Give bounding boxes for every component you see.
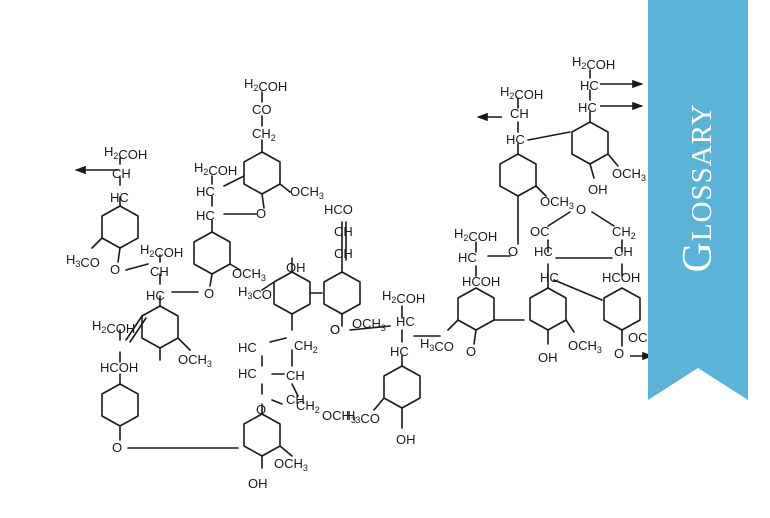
- atom-label: O: [256, 206, 266, 221]
- glossary-ribbon: [648, 0, 748, 400]
- atom-label: OH: [588, 182, 608, 197]
- atom-label: OH: [286, 260, 306, 275]
- atom-label: CH: [286, 368, 305, 383]
- atom-label: H2COH: [244, 76, 287, 94]
- atom-label: CH: [286, 392, 305, 407]
- atom-label: OCH3: [232, 266, 266, 283]
- atom-label: O: [330, 322, 340, 337]
- atom-label: OCH3: [568, 338, 602, 355]
- atom-label: OH: [396, 432, 416, 447]
- atom-label: HC: [196, 208, 215, 223]
- atom-label: H2COH: [194, 160, 237, 178]
- atom-label: O: [508, 244, 518, 259]
- atom-label: HC: [506, 132, 525, 147]
- atom-label: O: [112, 440, 122, 455]
- atom-label: OH: [538, 350, 558, 365]
- atom-label: CH: [334, 246, 353, 261]
- glossary-label[interactable]: Glossary: [675, 103, 721, 273]
- atom-label: HC: [196, 184, 215, 199]
- atom-label: CH: [334, 224, 353, 239]
- atom-label: H3CO: [420, 336, 454, 354]
- atom-label: OCH3: [178, 352, 212, 369]
- atom-label: CH2: [294, 338, 318, 355]
- atom-label: OC: [530, 224, 550, 239]
- atom-label: H3CO: [346, 408, 380, 426]
- atom-label: H2COH: [500, 84, 543, 102]
- atom-label: CH2: [612, 224, 636, 241]
- atom-label: H2COH: [572, 54, 615, 72]
- atom-label: HCOH: [462, 274, 500, 289]
- atom-label: HC: [146, 288, 165, 303]
- atom-label: HC: [534, 244, 553, 259]
- atom-label: HC: [580, 78, 599, 93]
- atom-label: HCO: [324, 202, 353, 217]
- right-center-unit: [447, 241, 575, 345]
- center-left-unit: [101, 254, 239, 449]
- atom-label: H2COH: [382, 288, 425, 306]
- atom-label: CH2: [296, 398, 320, 415]
- atom-label: O: [466, 344, 476, 359]
- atom-label: HC: [390, 344, 409, 359]
- atom-label: O: [330, 322, 340, 337]
- left-top-unit: [74, 157, 149, 271]
- center-right-unit: [373, 305, 441, 429]
- atom-label: OCH3: [290, 184, 324, 201]
- atom-label: HC: [396, 314, 415, 329]
- atom-label: CH: [614, 244, 633, 259]
- atom-label: H3CO: [238, 284, 272, 302]
- atom-label: HC: [540, 270, 559, 285]
- center-unit: [243, 221, 391, 469]
- top-right-unit: [476, 69, 644, 245]
- atom-label: O: [204, 286, 214, 301]
- atom-label: OCH3: [274, 456, 308, 473]
- atom-label: CH: [510, 106, 529, 121]
- atom-label: HCOH: [100, 360, 138, 375]
- atom-label: HC: [238, 366, 257, 381]
- atom-label: OCH3: [612, 166, 646, 183]
- atom-label: CH: [150, 264, 169, 279]
- atom-label: CH: [112, 166, 131, 181]
- atom-label: HC: [578, 100, 597, 115]
- atom-label: H2COH: [104, 144, 147, 162]
- atom-label: CH2: [252, 126, 276, 143]
- atom-label: HC: [238, 340, 257, 355]
- atom-label: HC: [110, 190, 129, 205]
- atom-label: H2COH: [454, 226, 497, 244]
- atom-label: O: [256, 402, 266, 417]
- atom-label: OCH3: [540, 194, 574, 211]
- top-center-unit: [193, 91, 291, 287]
- atom-label: O: [614, 346, 624, 361]
- atom-label: OCH3: [352, 316, 386, 333]
- atom-label: O: [576, 202, 586, 217]
- ribbon-shape: [648, 0, 748, 400]
- atom-label: O: [110, 262, 120, 277]
- atom-label: H3CO: [66, 252, 100, 270]
- atom-label: HC: [458, 250, 477, 265]
- atom-label: CO: [252, 102, 272, 117]
- atom-label: H2COH: [140, 242, 183, 260]
- atom-label: OCH3: [322, 408, 356, 425]
- atom-label: H2COH: [92, 318, 135, 336]
- atom-label: HCOH: [602, 270, 640, 285]
- atom-label: OH: [248, 476, 268, 491]
